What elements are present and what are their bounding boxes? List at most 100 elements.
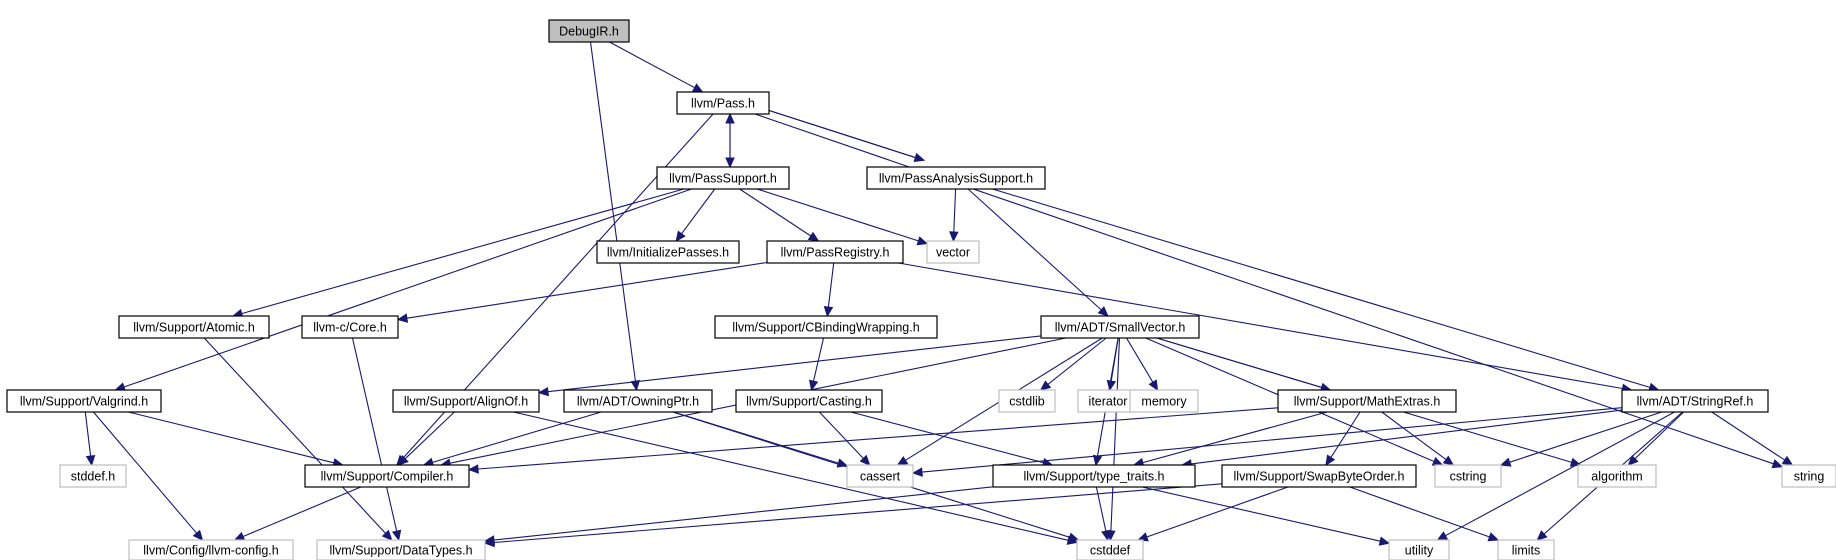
node-box (392, 389, 540, 413)
node-smallvector[interactable]: llvm/ADT/SmallVector.h (1040, 315, 1200, 339)
node-valgrind[interactable]: llvm/Support/Valgrind.h (6, 389, 162, 413)
edge-line (819, 411, 864, 459)
node-mathextras[interactable]: llvm/Support/MathExtras.h (1277, 389, 1457, 413)
node-box (548, 19, 630, 43)
edge-line (493, 486, 994, 541)
edge-swapbyte-to-datatypes (483, 483, 1223, 548)
node-initpasses[interactable]: llvm/InitializePasses.h (596, 240, 740, 264)
node-box (866, 166, 1046, 190)
node-box (1577, 464, 1657, 488)
node-core[interactable]: llvm-c/Core.h (301, 315, 399, 339)
edge-passsupport-to-vector (757, 188, 929, 246)
edge-line (1191, 409, 1623, 465)
edge-arrowhead (807, 231, 820, 242)
node-box (1621, 389, 1769, 413)
node-casting[interactable]: llvm/Support/Casting.h (735, 389, 883, 413)
edge-smallvector-to-cstdlib (1039, 337, 1107, 391)
node-label: llvm/PassRegistry.h (781, 246, 890, 260)
edge-arrowhead (1431, 456, 1444, 466)
edge-arrowhead (630, 380, 640, 392)
node-alignof[interactable]: llvm/Support/AlignOf.h (392, 389, 540, 413)
edge-cbinding-to-casting (808, 337, 825, 392)
node-owningptr[interactable]: llvm/ADT/OwningPtr.h (563, 389, 713, 413)
edge-line (1142, 486, 1381, 542)
edge-line (992, 188, 1651, 388)
edge-arrowhead (396, 313, 409, 323)
node-pass[interactable]: llvm/Pass.h (676, 91, 770, 115)
edge-line (406, 261, 768, 319)
node-cstring: cstring (1434, 464, 1502, 488)
node-label: stddef.h (71, 470, 116, 484)
node-cbinding[interactable]: llvm/Support/CBindingWrapping.h (714, 315, 938, 339)
edge-arrowhead (1039, 380, 1052, 391)
edge-passregistry-to-core (396, 261, 768, 323)
edge-passsupport-to-passregistry (739, 188, 820, 242)
edge-arrowhead (1148, 379, 1159, 392)
edge-arrowhead (1067, 532, 1080, 542)
node-box (316, 539, 486, 560)
edge-line (1142, 411, 1328, 464)
edge-line (1349, 486, 1490, 538)
edge-line (1711, 411, 1786, 461)
edge-arrowhead (916, 236, 929, 246)
node-label: llvm/ADT/SmallVector.h (1055, 321, 1186, 335)
edge-owningptr-to-compiler (422, 411, 602, 467)
node-box (1497, 539, 1555, 560)
node-box (766, 240, 904, 264)
node-compiler[interactable]: llvm/Support/Compiler.h (304, 464, 470, 488)
edge-line (827, 262, 835, 308)
edge-arrowhead (859, 454, 871, 466)
node-passanalysis[interactable]: llvm/PassAnalysisSupport.h (866, 166, 1046, 190)
edge-arrowhead (381, 529, 393, 541)
node-label: DebugIR.h (559, 25, 619, 39)
edge-line (953, 188, 957, 233)
edge-mathextras-to-swapbyte (1325, 411, 1361, 467)
edge-line (850, 411, 1044, 464)
node-passsupport[interactable]: llvm/PassSupport.h (656, 166, 790, 190)
node-box (1129, 389, 1199, 413)
node-limits: limits (1497, 539, 1555, 560)
node-label: vector (936, 246, 970, 260)
node-swapbyte[interactable]: llvm/Support/SwapByteOrder.h (1221, 464, 1417, 488)
edge-arrowhead (391, 529, 402, 542)
node-llvmconfig: llvm/Config/llvm-config.h (128, 539, 294, 560)
edge-passanalysis-to-stringref (992, 188, 1660, 392)
node-box (1388, 539, 1450, 560)
edge-debugir-to-pass (609, 41, 704, 93)
edge-arrowhead (233, 531, 246, 541)
edge-passregistry-to-stringref (898, 262, 1633, 394)
node-stddef: stddef.h (59, 464, 127, 488)
node-label: llvm/Support/Atomic.h (133, 321, 255, 335)
edge-arrowhead (725, 112, 735, 124)
edge-line (477, 407, 1279, 470)
node-datatypes: llvm/Support/DataTypes.h (316, 539, 486, 560)
node-box (1277, 389, 1457, 413)
edge-arrowhead (537, 386, 549, 397)
node-label: llvm/Support/CBindingWrapping.h (732, 321, 919, 335)
edge-line (84, 411, 92, 457)
node-box (596, 240, 740, 264)
node-vector: vector (926, 240, 980, 264)
node-box (59, 464, 127, 488)
node-passregistry[interactable]: llvm/PassRegistry.h (766, 240, 904, 264)
node-box (304, 464, 470, 488)
node-box (118, 315, 270, 339)
node-label: llvm/Support/type_traits.h (1023, 470, 1164, 484)
edge-line (812, 337, 825, 382)
edge-arrowhead (691, 83, 704, 93)
node-typetraits[interactable]: llvm/Support/type_traits.h (992, 464, 1196, 488)
node-stringref[interactable]: llvm/ADT/StringRef.h (1621, 389, 1769, 413)
node-atomic[interactable]: llvm/Support/Atomic.h (118, 315, 270, 339)
node-label: llvm/Config/llvm-config.h (143, 544, 279, 558)
edge-arrowhead (397, 454, 409, 466)
edge-arrowhead (1436, 531, 1449, 541)
node-box (714, 315, 938, 339)
node-label: string (1794, 470, 1825, 484)
node-box (1076, 539, 1144, 560)
edge-line (589, 41, 636, 382)
node-box (301, 315, 399, 339)
edge-passsupport-to-pass (725, 112, 735, 167)
edge-arrowhead (1097, 306, 1109, 317)
node-debugir[interactable]: DebugIR.h (548, 19, 630, 43)
edge-line (757, 188, 919, 242)
